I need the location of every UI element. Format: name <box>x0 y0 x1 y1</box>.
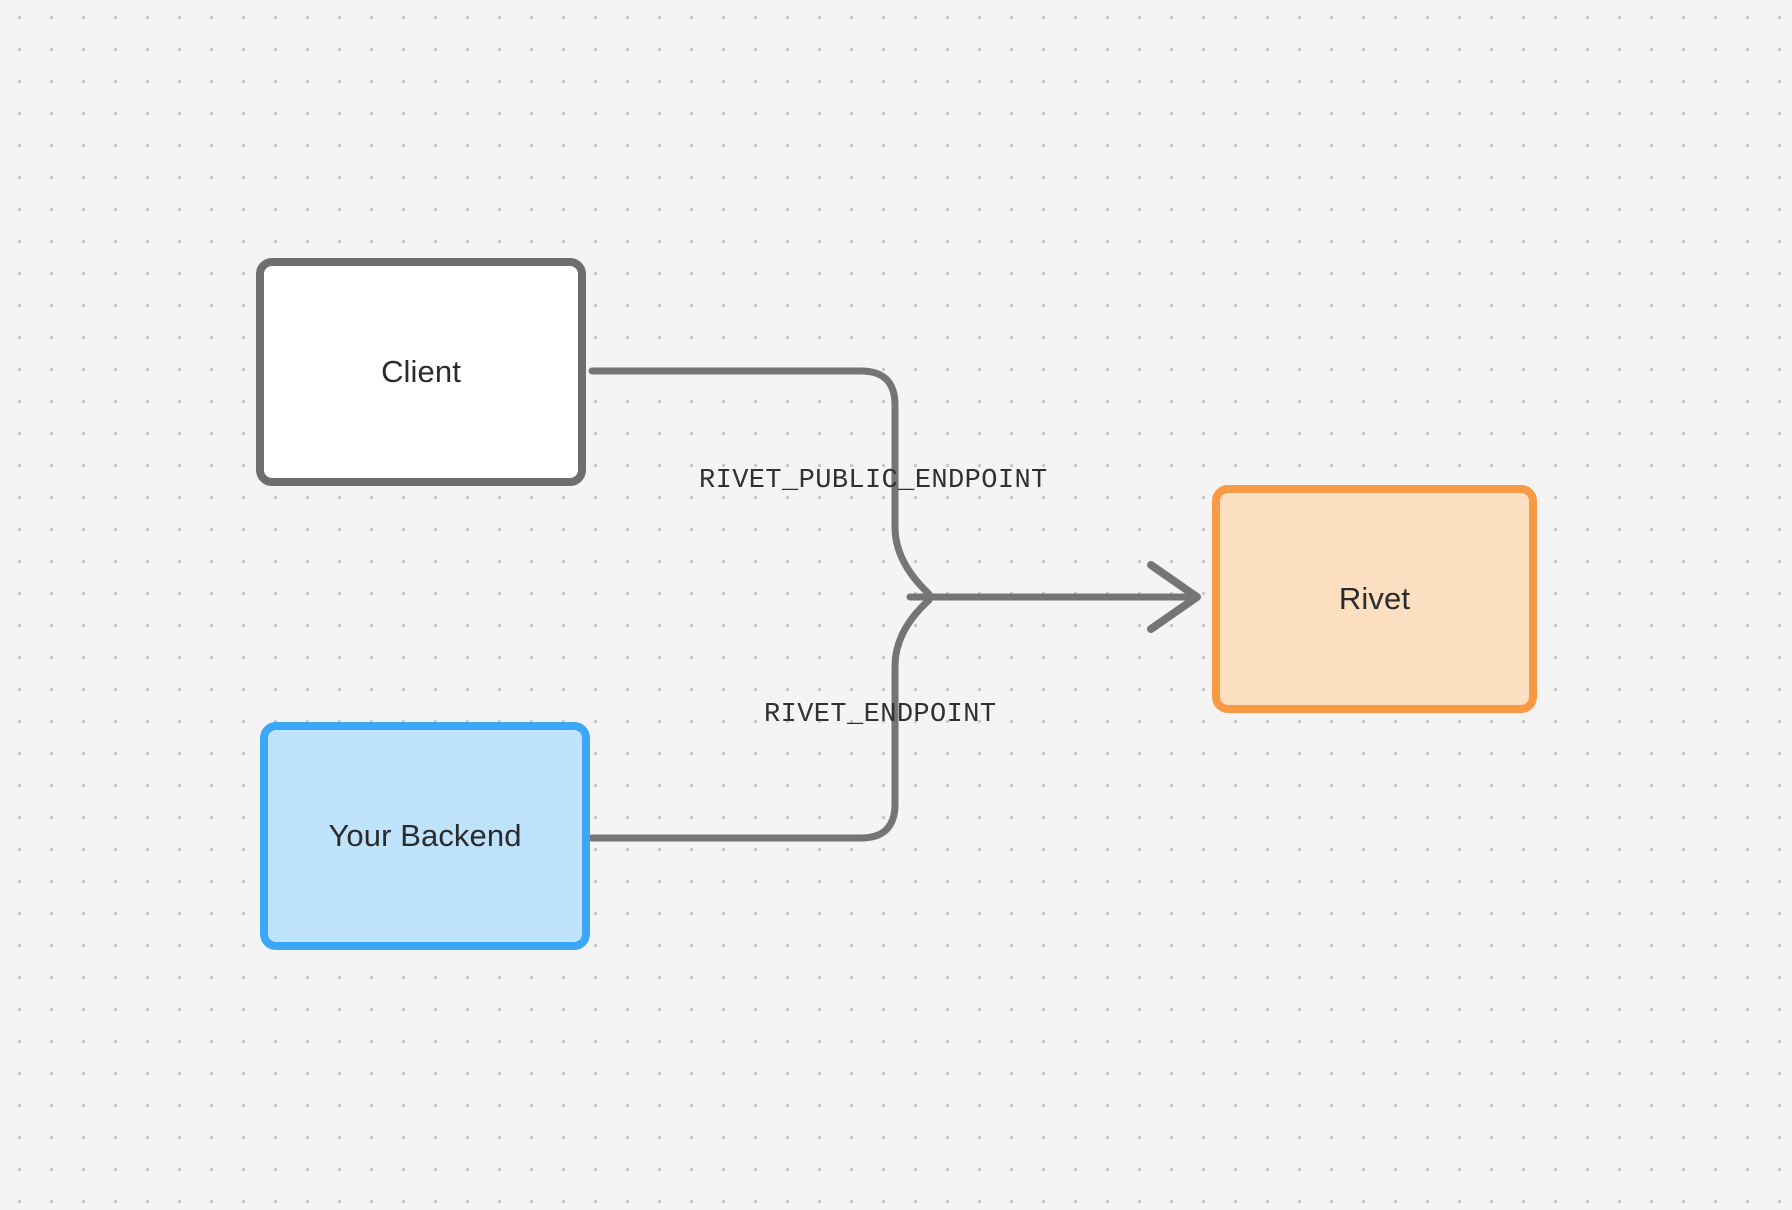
node-rivet[interactable]: Rivet <box>1212 485 1537 713</box>
node-rivet-label: Rivet <box>1338 580 1411 616</box>
node-your-backend[interactable]: Your Backend <box>260 722 590 950</box>
node-client-label: Client <box>381 353 461 389</box>
edge-label-rivet-endpoint: RIVET_ENDPOINT <box>764 700 997 730</box>
node-client[interactable]: Client <box>256 258 586 486</box>
node-your-backend-label: Your Backend <box>328 817 522 853</box>
edge-label-rivet-public-endpoint: RIVET_PUBLIC_ENDPOINT <box>699 466 1048 496</box>
arrowhead-icon <box>1147 561 1201 633</box>
